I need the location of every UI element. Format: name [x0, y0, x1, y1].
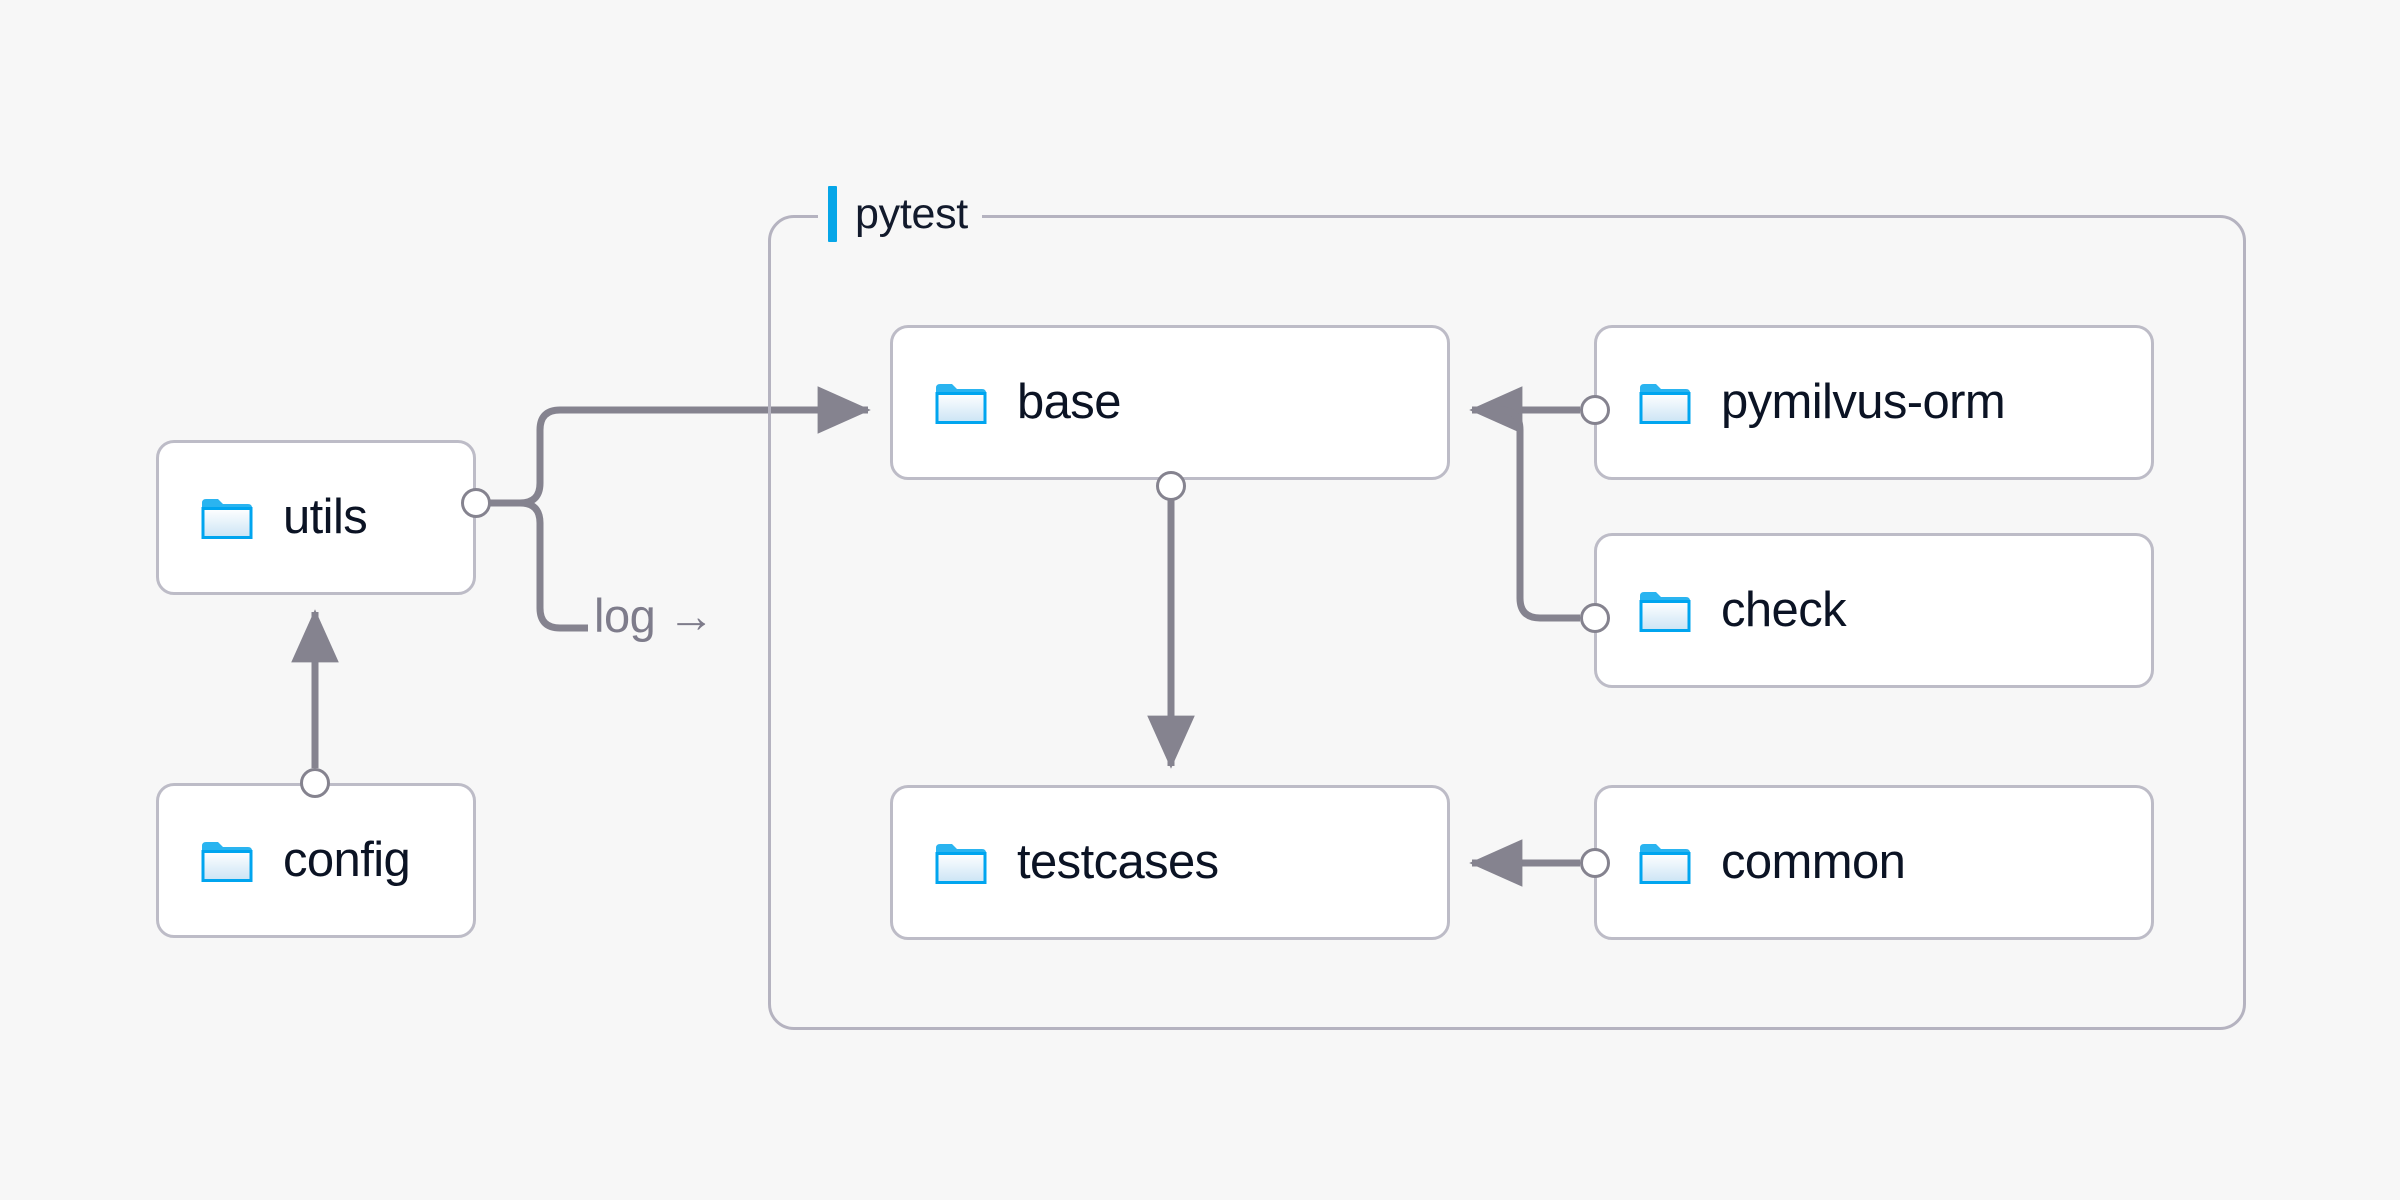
config-top-port[interactable] [300, 768, 330, 798]
folder-icon [1639, 591, 1691, 632]
base-bottom-port[interactable] [1156, 471, 1186, 501]
group-container-pytest[interactable] [768, 215, 2246, 1030]
folder-icon [201, 498, 253, 539]
node-label: common [1721, 835, 1906, 889]
group-title: pytest [855, 189, 968, 238]
node-utils[interactable]: utils [156, 440, 476, 595]
folder-icon [1639, 383, 1691, 424]
folder-icon [201, 841, 253, 882]
folder-icon [935, 383, 987, 424]
pymilvus-orm-left-port[interactable] [1580, 395, 1610, 425]
utils-right-port[interactable] [461, 488, 491, 518]
node-label: pymilvus-orm [1721, 375, 2006, 429]
folder-icon [935, 843, 987, 884]
node-config[interactable]: config [156, 783, 476, 938]
group-label-pytest: pytest [818, 185, 982, 243]
edge-utils-to-log [476, 499, 600, 632]
node-label: config [283, 833, 411, 887]
folder-icon [1639, 843, 1691, 884]
accent-bar-icon [828, 186, 837, 242]
node-label: testcases [1017, 835, 1219, 889]
node-label: base [1017, 375, 1121, 429]
common-left-port[interactable] [1580, 848, 1610, 878]
check-left-port[interactable] [1580, 603, 1610, 633]
node-pymilvus-orm[interactable]: pymilvus-orm [1594, 325, 2154, 480]
edge-label-log: log → [588, 592, 721, 639]
node-label: utils [283, 490, 368, 544]
node-testcases[interactable]: testcases [890, 785, 1450, 940]
node-base[interactable]: base [890, 325, 1450, 480]
node-label: check [1721, 583, 1847, 637]
node-common[interactable]: common [1594, 785, 2154, 940]
node-check[interactable]: check [1594, 533, 2154, 688]
